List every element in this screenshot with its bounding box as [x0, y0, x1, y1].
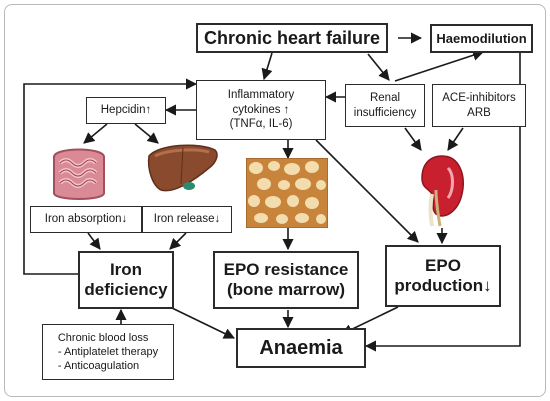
arrow-renal-to-kidney [404, 127, 422, 151]
iron-absorption-label: Iron absorption↓ [44, 213, 128, 226]
cytokines-line-3: (TNFα, IL-6) [229, 118, 293, 131]
arrow-hepcidin-to-intestine [83, 123, 108, 144]
chronic-heart-failure-box: Chronic heart failure [196, 23, 388, 53]
renal-line-2: insufficiency [353, 106, 417, 119]
arrow-renal-to-haemodilution [394, 49, 485, 82]
blood-loss-line-3: - Anticoagulation [57, 360, 140, 373]
anaemia-label: Anaemia [259, 336, 343, 359]
renal-insufficiency-box: Renal insufficiency [345, 84, 425, 127]
epo-production-line-2: production↓ [394, 276, 492, 295]
chronic-blood-loss-box: Chronic blood loss - Antiplatelet therap… [42, 324, 174, 380]
ace-inhibitors-box: ACE-inhibitors ARB [432, 84, 526, 127]
cytokines-line-1: Inflammatory [227, 89, 295, 102]
iron-release-label: Iron release↓ [153, 213, 221, 226]
epo-production-box: EPO production↓ [385, 245, 501, 307]
iron-release-box: Iron release↓ [142, 206, 232, 233]
epo-resistance-line-1: EPO resistance [223, 260, 349, 280]
ace-line-1: ACE-inhibitors [442, 92, 516, 105]
arrow-chf-to-cytokines [261, 52, 273, 81]
iron-deficiency-box: Iron deficiency [78, 251, 174, 309]
iron-absorption-box: Iron absorption↓ [30, 206, 142, 233]
renal-line-1: Renal [369, 92, 401, 105]
anaemia-box: Anaemia [236, 328, 366, 368]
blood-loss-line-2: - Antiplatelet therapy [57, 345, 159, 358]
arrow-iron-release-to-iron-deficiency [169, 232, 187, 250]
hepcidin-box: Hepcidin↑ [86, 97, 166, 124]
haemodilution-box: Haemodilution [430, 24, 533, 53]
iron-deficiency-line-1: Iron [109, 260, 143, 280]
epo-resistance-line-2: (bone marrow) [226, 280, 346, 299]
liver-illustration [147, 144, 218, 192]
arrow-iron-deficiency-feedback-to-cytokines [23, 78, 198, 275]
arrow-haemodilution-to-anaemia [364, 53, 521, 352]
hepcidin-label: Hepcidin↑ [100, 104, 152, 117]
kidney-illustration [421, 155, 464, 227]
ace-line-2: ARB [467, 106, 491, 119]
cytokines-line-2: cytokines ↑ [232, 103, 290, 116]
epo-resistance-box: EPO resistance (bone marrow) [213, 251, 359, 309]
blood-loss-line-1: Chronic blood loss [57, 331, 149, 344]
iron-deficiency-line-2: deficiency [84, 280, 168, 299]
arrow-hepcidin-to-liver [134, 123, 159, 144]
epo-production-line-1: EPO [425, 256, 461, 276]
arrow-iron-deficiency-to-anaemia [171, 307, 236, 339]
arrow-cytokines-to-epo-production [315, 139, 419, 243]
inflammatory-cytokines-box: Inflammatory cytokines ↑ (TNFα, IL-6) [196, 80, 326, 140]
intestine-illustration [53, 148, 105, 200]
chronic-heart-failure-label: Chronic heart failure [203, 27, 381, 48]
bone-marrow-illustration [246, 158, 328, 228]
arrow-iron-absorption-to-iron-deficiency [87, 232, 101, 250]
arrow-chf-to-renal [367, 53, 390, 81]
arrow-ace-to-kidney [447, 127, 464, 151]
haemodilution-label: Haemodilution [436, 31, 527, 46]
